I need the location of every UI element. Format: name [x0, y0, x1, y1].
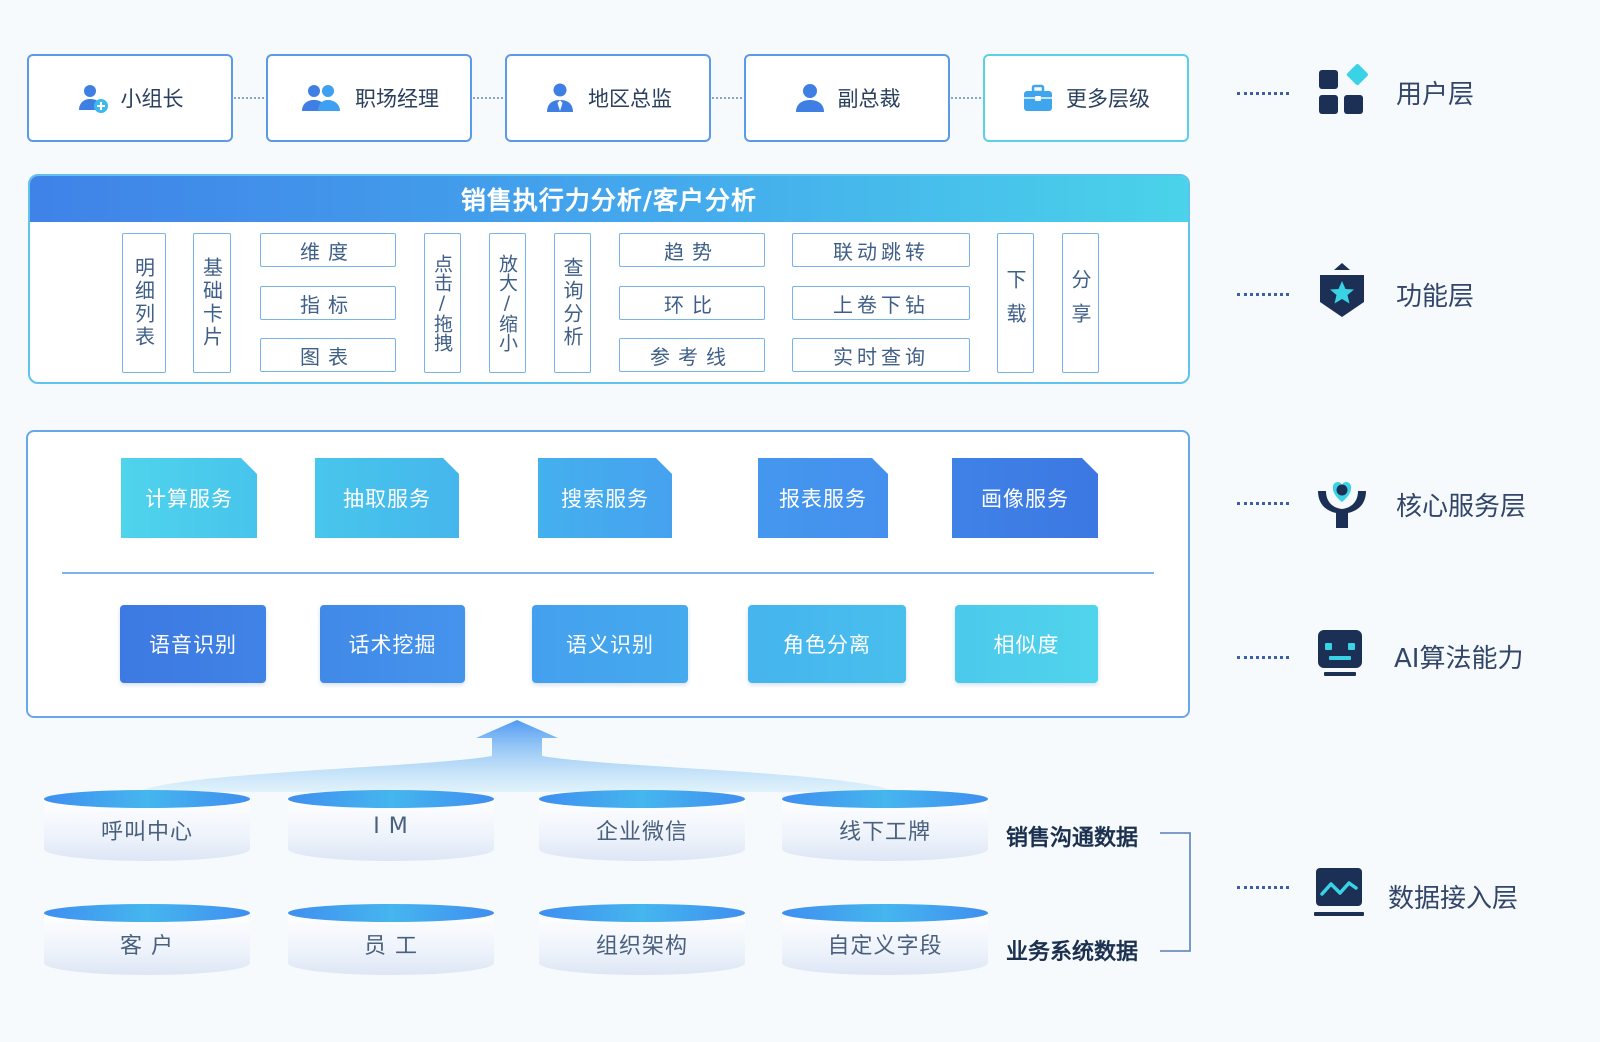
data-flow-arrow-icon [138, 720, 896, 792]
user-level-box-director: 地区总监 [505, 54, 711, 142]
ai-capability-block: 话术挖掘 [320, 605, 465, 683]
user-tie-icon [547, 83, 573, 112]
function-item: 维度 [260, 233, 396, 267]
data-group-label: 业务系统数据 [1006, 940, 1139, 965]
monitor-chart-icon [1312, 864, 1368, 924]
data-source-cylinder: 呼叫中心 [44, 790, 250, 866]
user-icon [795, 84, 824, 112]
function-item: 放大/缩小 [489, 233, 526, 373]
legend-connector [1237, 293, 1289, 296]
function-item: 参考线 [619, 338, 765, 372]
data-group-label: 销售沟通数据 [1006, 826, 1139, 851]
data-source-cylinder: I M [288, 790, 494, 866]
data-source-cylinder: 自定义字段 [782, 904, 988, 980]
legend-connector [1237, 92, 1289, 95]
user-level-box-team-leader: 小组长 [27, 54, 233, 142]
layer-name: 用户层 [1396, 80, 1475, 110]
function-item: 下载 [997, 233, 1034, 373]
user-level-box-manager: 职场经理 [266, 54, 472, 142]
function-item: 明细列表 [122, 233, 166, 373]
ai-capability-block: 语音识别 [120, 605, 266, 683]
star-shield-icon [1314, 262, 1370, 322]
layer-name: 数据接入层 [1388, 884, 1519, 914]
user-level-label: 地区总监 [588, 87, 672, 111]
ai-capability-block: 语义识别 [532, 605, 688, 683]
function-item: 查询分析 [554, 233, 591, 373]
service-block: 抽取服务 [315, 458, 459, 538]
layer-name: AI算法能力 [1394, 644, 1524, 674]
data-source-cylinder: 线下工牌 [782, 790, 988, 866]
legend-connector [1237, 656, 1289, 659]
robot-icon [1312, 628, 1368, 688]
user-level-label: 小组长 [120, 87, 184, 111]
service-block: 画像服务 [952, 458, 1098, 538]
function-panel: 销售执行力分析/客户分析 明细列表 基础卡片 维度 指标 图表 点击/拖拽 放大… [28, 174, 1190, 384]
user-level-box-more: 更多层级 [983, 54, 1189, 142]
ai-capability-block: 相似度 [955, 605, 1098, 683]
user-level-label: 副总裁 [837, 87, 901, 111]
data-source-cylinder: 企业微信 [539, 790, 745, 866]
user-level-label: 更多层级 [1066, 87, 1150, 111]
connector-line [951, 97, 981, 99]
function-item: 基础卡片 [193, 233, 231, 373]
function-item: 分享 [1062, 233, 1099, 373]
user-level-box-vp: 副总裁 [744, 54, 950, 142]
layer-name: 核心服务层 [1396, 492, 1527, 522]
core-divider [62, 572, 1154, 574]
service-block: 计算服务 [121, 458, 257, 538]
data-source-cylinder: 客 户 [44, 904, 250, 980]
data-group-bracket [1160, 832, 1191, 952]
layer-name: 功能层 [1396, 282, 1475, 312]
function-item: 指标 [260, 286, 396, 320]
data-source-cylinder: 员 工 [288, 904, 494, 980]
function-panel-title: 销售执行力分析/客户分析 [30, 176, 1188, 222]
grid-icon [1316, 64, 1372, 124]
function-item: 环比 [619, 286, 765, 320]
service-block: 报表服务 [758, 458, 888, 538]
heart-hands-icon [1314, 474, 1370, 534]
function-item: 图表 [260, 338, 396, 372]
function-item: 点击/拖拽 [424, 233, 461, 373]
function-item: 趋势 [619, 233, 765, 267]
data-source-cylinder: 组织架构 [539, 904, 745, 980]
connector-line [234, 97, 264, 99]
user-group-icon [302, 85, 340, 111]
connector-line [473, 97, 503, 99]
briefcase-icon [1024, 84, 1052, 111]
ai-capability-block: 角色分离 [748, 605, 906, 683]
function-item: 上卷下钻 [792, 286, 970, 320]
function-item: 联动跳转 [792, 233, 970, 267]
user-add-icon [78, 85, 108, 113]
service-block: 搜索服务 [538, 458, 672, 538]
connector-line [712, 97, 742, 99]
function-item: 实时查询 [792, 338, 970, 372]
legend-connector [1237, 502, 1289, 505]
legend-connector [1237, 886, 1289, 889]
user-level-label: 职场经理 [355, 87, 439, 111]
